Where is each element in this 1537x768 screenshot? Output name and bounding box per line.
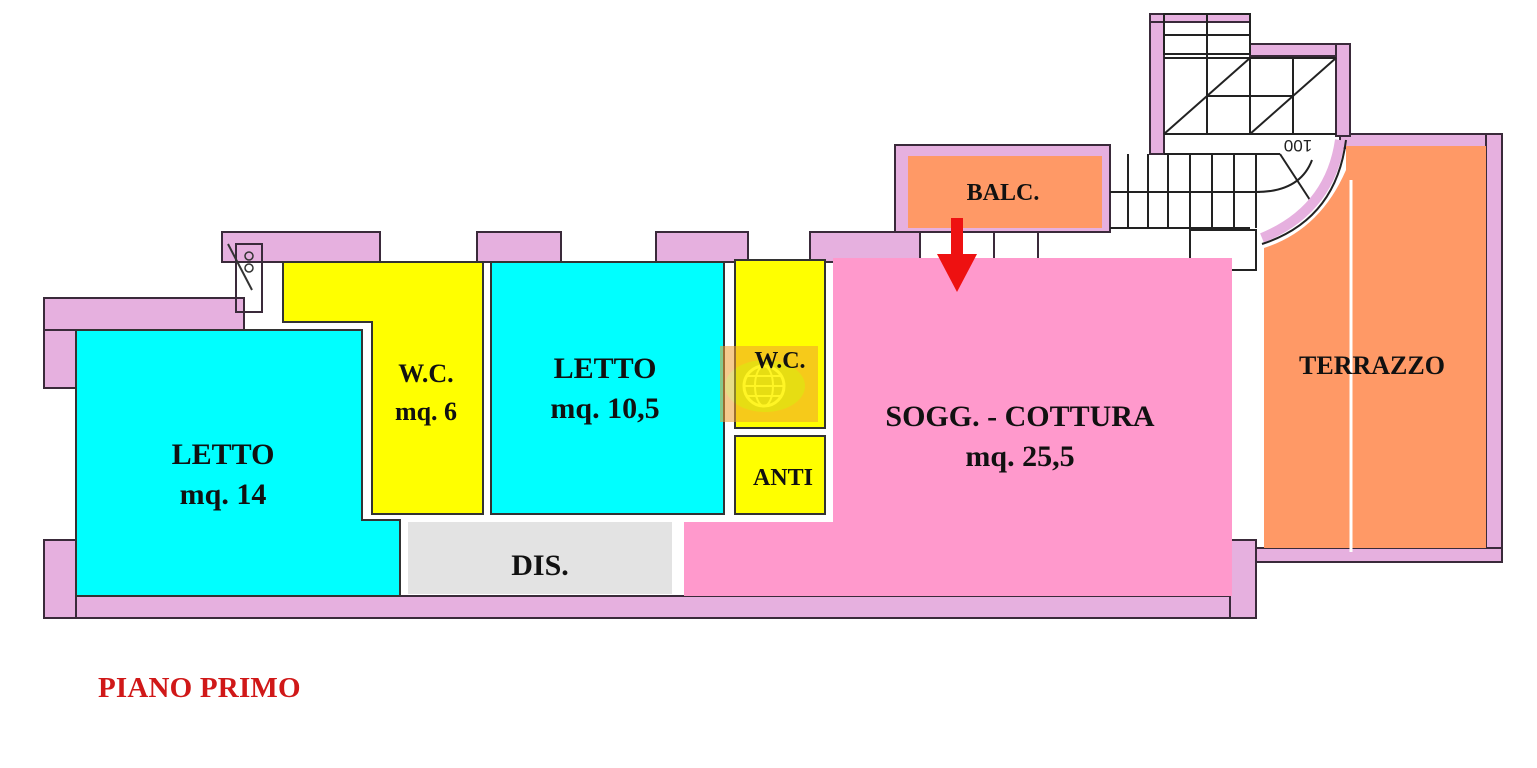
label-anti-name: ANTI (753, 465, 813, 491)
room-letto-1[interactable] (75, 329, 401, 597)
room-dis[interactable] (408, 522, 672, 594)
room-labels: LETTO mq. 14 W.C. mq. 6 LETTO mq. 10,5 W… (172, 180, 1445, 582)
label-dis-name: DIS. (511, 549, 569, 582)
label-letto-2-name: LETTO (554, 352, 657, 385)
wall-right-living (1229, 539, 1257, 619)
rooms (75, 146, 1486, 597)
wall-window-3 (809, 231, 921, 263)
label-letto-2-area: mq. 10,5 (550, 392, 659, 425)
wall-stair-right (1335, 43, 1351, 137)
stair-label: 100 (1284, 136, 1312, 155)
globe-logo-icon (720, 346, 818, 422)
wall-bottom (43, 595, 1255, 619)
wall-stair-left (1149, 13, 1165, 155)
floor-title: PIANO PRIMO (98, 672, 301, 704)
room-balc[interactable] (908, 156, 1102, 228)
staircase: 100 (1110, 13, 1347, 271)
wall-left-lower (43, 539, 77, 619)
room-wc-1[interactable] (282, 261, 484, 515)
wall-window-2 (655, 231, 749, 263)
wall-top-left-step (43, 297, 245, 331)
label-wc-2-name: W.C. (754, 348, 805, 374)
room-soggiorno[interactable] (684, 258, 1232, 596)
walls (43, 13, 1503, 619)
room-letto-2[interactable] (490, 261, 725, 515)
wall-terrace-bottom (1255, 547, 1503, 563)
wall-terrace-top (1339, 133, 1503, 149)
label-letto-1-name: LETTO (172, 438, 275, 471)
label-soggiorno-name: SOGG. - COTTURA (885, 400, 1155, 433)
label-soggiorno-area: mq. 25,5 (965, 440, 1074, 473)
room-anti[interactable] (734, 435, 826, 515)
label-wc-1-name: W.C. (398, 359, 453, 388)
room-terrazzo[interactable] (1264, 146, 1486, 548)
label-letto-1-area: mq. 14 (180, 478, 267, 511)
wall-window-1 (476, 231, 562, 263)
label-balc-name: BALC. (967, 180, 1040, 206)
label-wc-1-area: mq. 6 (395, 397, 457, 426)
entry-arrow-icon (937, 218, 977, 292)
wall-terrace-right (1485, 133, 1503, 563)
label-terrazzo-name: TERRAZZO (1299, 351, 1445, 380)
